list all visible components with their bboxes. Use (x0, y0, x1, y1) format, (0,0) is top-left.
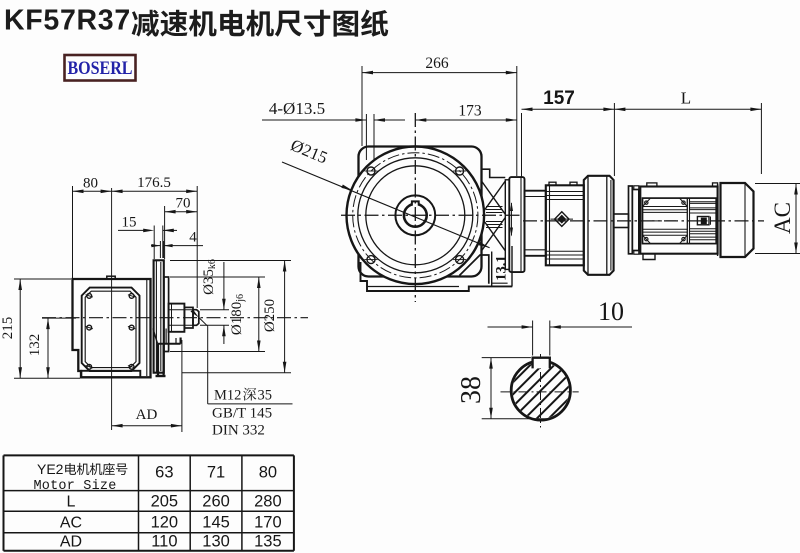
svg-text:Ø250: Ø250 (262, 299, 278, 332)
svg-text:130: 130 (202, 533, 230, 551)
svg-text:63: 63 (155, 464, 173, 482)
svg-text:Ø180j6: Ø180j6 (229, 294, 246, 335)
svg-text:280: 280 (254, 493, 282, 511)
svg-text:13.1: 13.1 (494, 255, 510, 280)
svg-text:AD: AD (136, 407, 158, 423)
svg-text:157: 157 (543, 88, 575, 109)
svg-text:YE2: YE2 (37, 461, 64, 477)
svg-text:L: L (67, 494, 76, 511)
svg-text:4: 4 (189, 230, 197, 246)
svg-text:DIN 332: DIN 332 (212, 423, 265, 439)
svg-text:71: 71 (207, 464, 225, 482)
svg-text:80: 80 (259, 464, 277, 482)
svg-text:AC: AC (60, 515, 82, 532)
svg-text:170: 170 (254, 514, 282, 532)
svg-text:15: 15 (122, 215, 137, 231)
svg-text:205: 205 (151, 493, 179, 511)
svg-text:215: 215 (0, 317, 16, 340)
svg-text:70: 70 (176, 196, 191, 212)
svg-text:176.5: 176.5 (137, 175, 171, 191)
svg-text:145: 145 (202, 514, 230, 532)
svg-text:KF57R37: KF57R37 (4, 5, 131, 37)
svg-text:260: 260 (202, 493, 230, 511)
svg-text:266: 266 (425, 55, 449, 72)
svg-text:132: 132 (27, 334, 43, 357)
svg-text:AC: AC (770, 202, 795, 234)
svg-text:38: 38 (456, 376, 487, 404)
svg-text:120: 120 (151, 514, 179, 532)
svg-text:173: 173 (458, 103, 482, 120)
svg-text:Motor Size: Motor Size (33, 479, 116, 494)
svg-text:GB/T 145: GB/T 145 (212, 406, 272, 422)
svg-text:M12: M12 (214, 388, 241, 404)
svg-text:4-Ø13.5: 4-Ø13.5 (269, 99, 325, 118)
svg-text:10: 10 (598, 297, 624, 326)
svg-text:AD: AD (60, 534, 82, 551)
svg-text:BOSERL: BOSERL (68, 58, 133, 79)
svg-text:35: 35 (258, 388, 273, 404)
svg-text:80: 80 (83, 176, 98, 192)
svg-text:110: 110 (151, 533, 177, 551)
svg-text:135: 135 (254, 533, 282, 551)
svg-text:L: L (681, 89, 691, 108)
